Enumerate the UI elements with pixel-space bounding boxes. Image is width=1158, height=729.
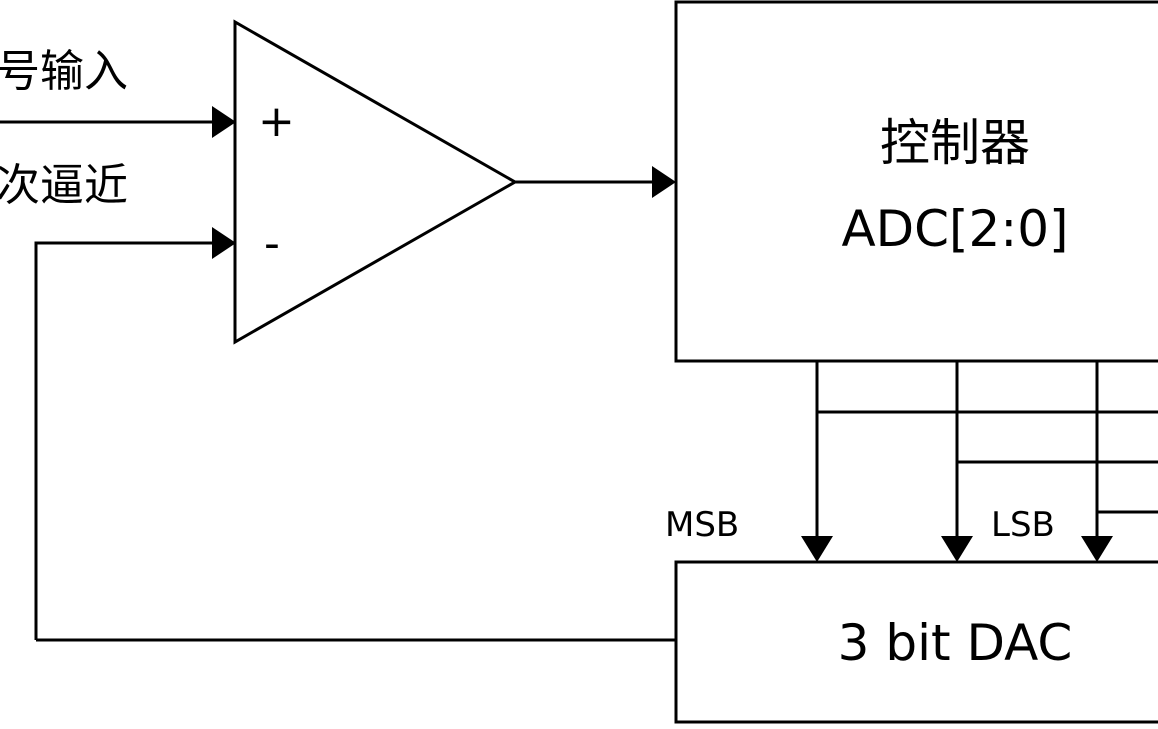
comparator-minus: - <box>264 218 280 269</box>
signal-input-arrowhead <box>212 106 236 138</box>
bus-msb-arrowhead <box>801 536 833 562</box>
controller-box <box>674 0 1158 363</box>
bus-mid-arrowhead <box>941 536 973 562</box>
lsb-label: LSB <box>991 505 1055 545</box>
controller-title: 控制器 <box>880 114 1030 172</box>
approx-label: 次逼近 <box>0 160 128 211</box>
comparator-plus: + <box>258 96 295 147</box>
comparator-output-arrowhead <box>652 166 676 198</box>
feedback-line <box>34 241 232 640</box>
bus-lsb-arrowhead <box>1081 536 1113 562</box>
dac-label: 3 bit DAC <box>838 614 1073 672</box>
msb-label: MSB <box>665 505 739 545</box>
signal-input-label: 号输入 <box>0 46 128 97</box>
comparator-triangle <box>233 19 519 345</box>
feedback-arrowhead <box>212 227 236 259</box>
dac-box <box>674 560 1158 724</box>
controller-subtitle: ADC[2:0] <box>841 200 1068 258</box>
